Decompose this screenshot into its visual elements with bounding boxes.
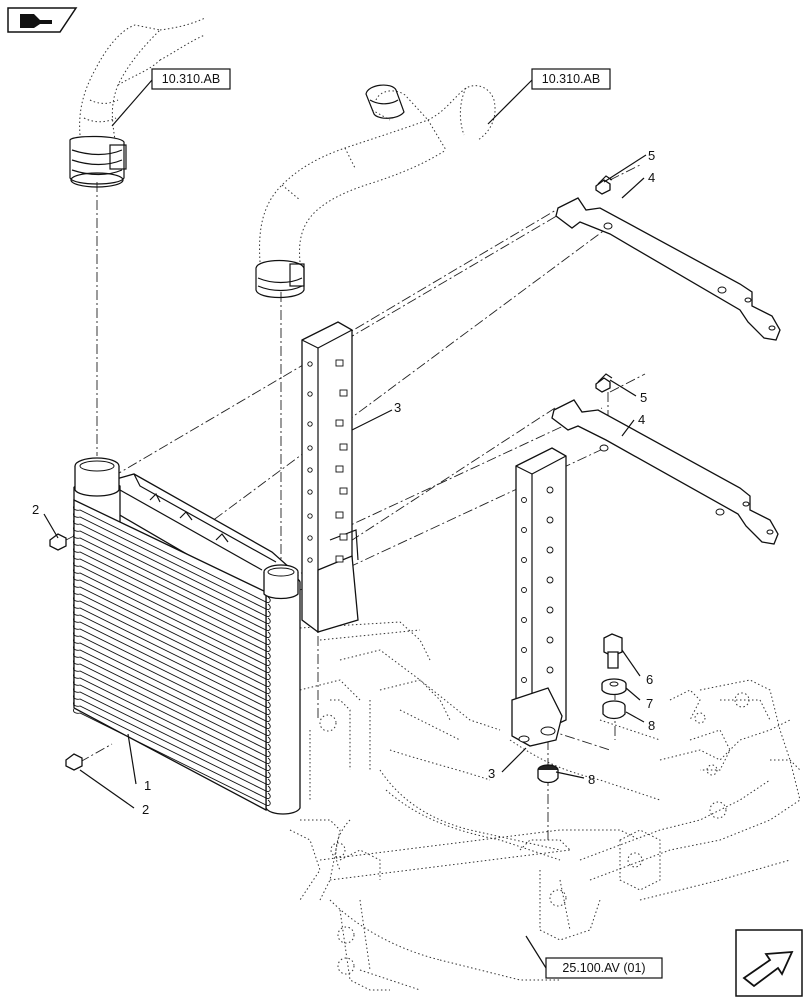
- callout-8-lower: 8: [588, 772, 595, 787]
- left-air-hose: [79, 17, 206, 141]
- reference-label-hose-left: 10.310.AB: [162, 72, 220, 86]
- callout-1: 1: [144, 778, 151, 793]
- callout-2-bottom: 2: [142, 802, 149, 817]
- rubber-mount-8-right: [602, 700, 626, 720]
- callout-3-upper: 3: [394, 400, 401, 415]
- callout-4-upper: 4: [648, 170, 655, 185]
- reference-box-hose-left[interactable]: 10.310.AB: [151, 68, 231, 90]
- lower-support-holes: [521, 486, 554, 683]
- right-air-hose: [259, 85, 496, 263]
- bolt-5-lower: [595, 373, 613, 393]
- leader-lines: [43, 79, 647, 969]
- callout-4-lower: 4: [638, 412, 645, 427]
- rubber-mount-8-lower: [537, 764, 559, 784]
- reference-box-hose-right[interactable]: 10.310.AB: [531, 68, 611, 90]
- upper-hose-clamp: [365, 84, 405, 119]
- callout-5-upper: 5: [648, 148, 655, 163]
- bolt-6: [603, 633, 623, 669]
- upright-support-lower: [511, 447, 567, 747]
- washer-7: [601, 678, 627, 696]
- callout-3-lower: 3: [488, 766, 495, 781]
- callout-2-top: 2: [32, 502, 39, 517]
- intercooler: [73, 457, 301, 815]
- frame-mount-holes: [319, 692, 750, 975]
- bracket-upper: [555, 197, 781, 341]
- bolt-2-bottom: [65, 753, 83, 771]
- reference-box-frame[interactable]: 25.100.AV (01): [545, 957, 663, 979]
- callout-8-right: 8: [648, 718, 655, 733]
- left-hose-clamp: [69, 135, 127, 188]
- callout-5-lower: 5: [640, 390, 647, 405]
- reference-label-hose-right: 10.310.AB: [542, 72, 600, 86]
- upper-support-holes: [307, 359, 348, 563]
- callout-6: 6: [646, 672, 653, 687]
- bracket-lower: [551, 399, 779, 545]
- right-hose-clamp: [255, 259, 305, 299]
- tractor-frame-outline: [289, 621, 801, 991]
- intercooler-fins: [73, 505, 271, 806]
- reference-label-frame: 25.100.AV (01): [562, 961, 645, 975]
- bolt-2-top: [49, 533, 67, 551]
- next-page-arrow-icon[interactable]: [735, 929, 803, 997]
- upright-support-upper: [301, 321, 359, 633]
- book-pointer-icon[interactable]: [7, 7, 78, 33]
- callout-7: 7: [646, 696, 653, 711]
